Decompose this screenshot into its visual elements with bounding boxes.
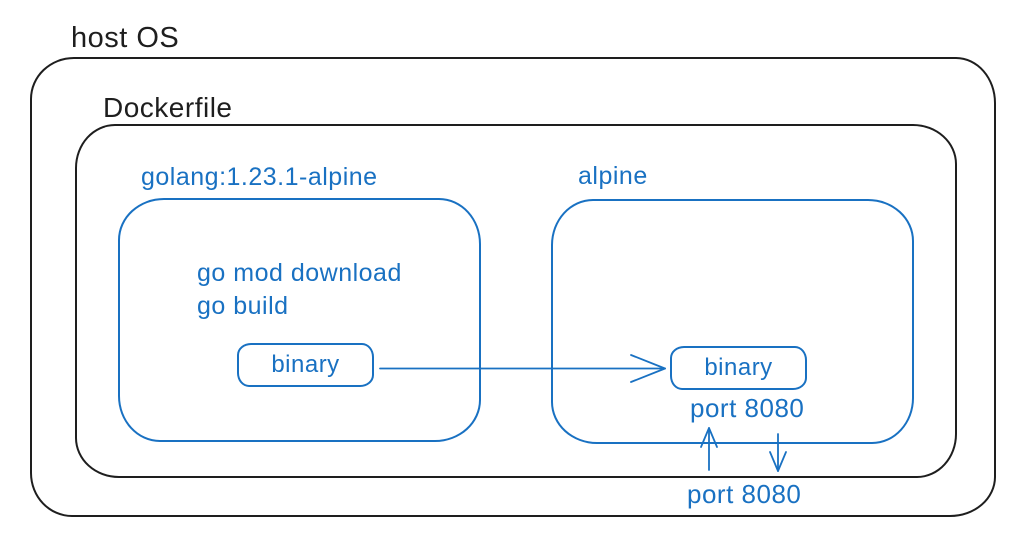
host-port-label: port 8080 [687, 479, 802, 509]
command-go-mod-download: go mod download [197, 259, 402, 287]
runtime-binary-node: binary [670, 346, 807, 390]
host-os-label: host OS [71, 22, 180, 54]
container-port-label: port 8080 [690, 393, 805, 423]
dockerfile-box [75, 124, 957, 478]
runtime-stage-title: alpine [578, 162, 648, 190]
builder-binary-label: binary [271, 351, 340, 378]
runtime-stage-box [551, 199, 914, 444]
command-go-build: go build [197, 292, 289, 320]
build-commands: go mod download go build [197, 257, 402, 323]
builder-binary-node: binary [237, 343, 374, 387]
builder-stage-box [118, 198, 481, 442]
runtime-binary-label: binary [704, 354, 773, 381]
host-os-box [30, 57, 996, 517]
dockerfile-label: Dockerfile [103, 92, 233, 123]
builder-stage-title: golang:1.23.1-alpine [141, 163, 378, 191]
